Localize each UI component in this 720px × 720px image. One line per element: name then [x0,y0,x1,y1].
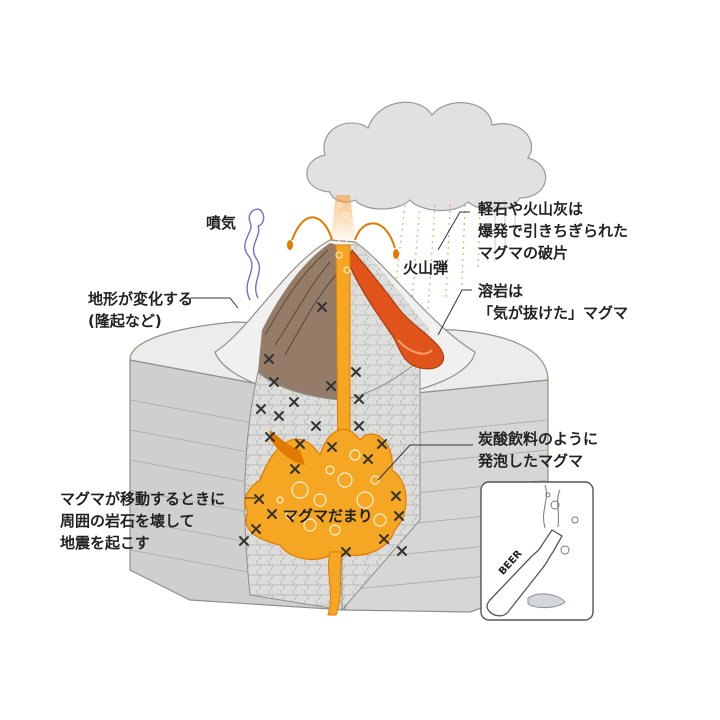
beer-inset [480,481,594,621]
earthquake-marks [239,302,407,557]
volcanic-bomb-arcs [291,216,396,249]
label-terrain-line1: 地形が変化する [88,290,194,308]
magma-bubbles [276,449,387,536]
label-pumice-ash-line2: 爆発で引きちぎられた [478,222,629,240]
label-fumarole: 噴気 [206,212,236,234]
conduit-bubbles [335,202,351,274]
label-foamed-magma: 炭酸飲料のように 発泡したマグマ [478,428,598,472]
label-pumice-ash-line3: マグマの破片 [478,244,569,262]
eruption-cloud [306,101,547,212]
label-foamed-line1: 炭酸飲料のように [478,430,599,448]
label-terrain-line2: (隆起など) [88,312,162,330]
label-foamed-line2: 発泡したマグマ [478,452,584,470]
label-pumice-ash-line1: 軽石や火山灰は [478,200,584,218]
label-terrain-change: 地形が変化する (隆起など) [88,288,193,332]
label-earthquake-line1: マグマが移動するときに [60,490,226,508]
label-earthquake-line2: 周囲の岩石を壊して [60,512,195,530]
leader-lines [190,211,473,499]
volcanic-bombs [287,240,399,259]
lava-flow [347,249,445,370]
ash-rain-gray [494,200,516,262]
label-lava: 溶岩は 「気が抜けた」マグマ [478,280,628,324]
fumarole-steam [244,208,265,301]
label-volcanic-bomb-text: 火山弾 [403,259,449,277]
label-lava-line1: 溶岩は [478,282,524,300]
label-lava-line2: 「気が抜けた」マグマ [478,304,629,322]
label-earthquake: マグマが移動するときに 周囲の岩石を壊して 地震を起こす [60,488,225,554]
label-magma-chamber-text: マグマだまり [283,507,373,525]
label-pumice-ash: 軽石や火山灰は 爆発で引きちぎられた マグマの破片 [478,198,628,264]
label-magma-chamber: マグマだまり [283,505,373,527]
label-volcanic-bomb: 火山弾 [403,257,448,279]
label-fumarole-text: 噴気 [206,214,237,232]
label-earthquake-line3: 地震を起こす [60,534,150,552]
ash-fall [394,204,481,311]
